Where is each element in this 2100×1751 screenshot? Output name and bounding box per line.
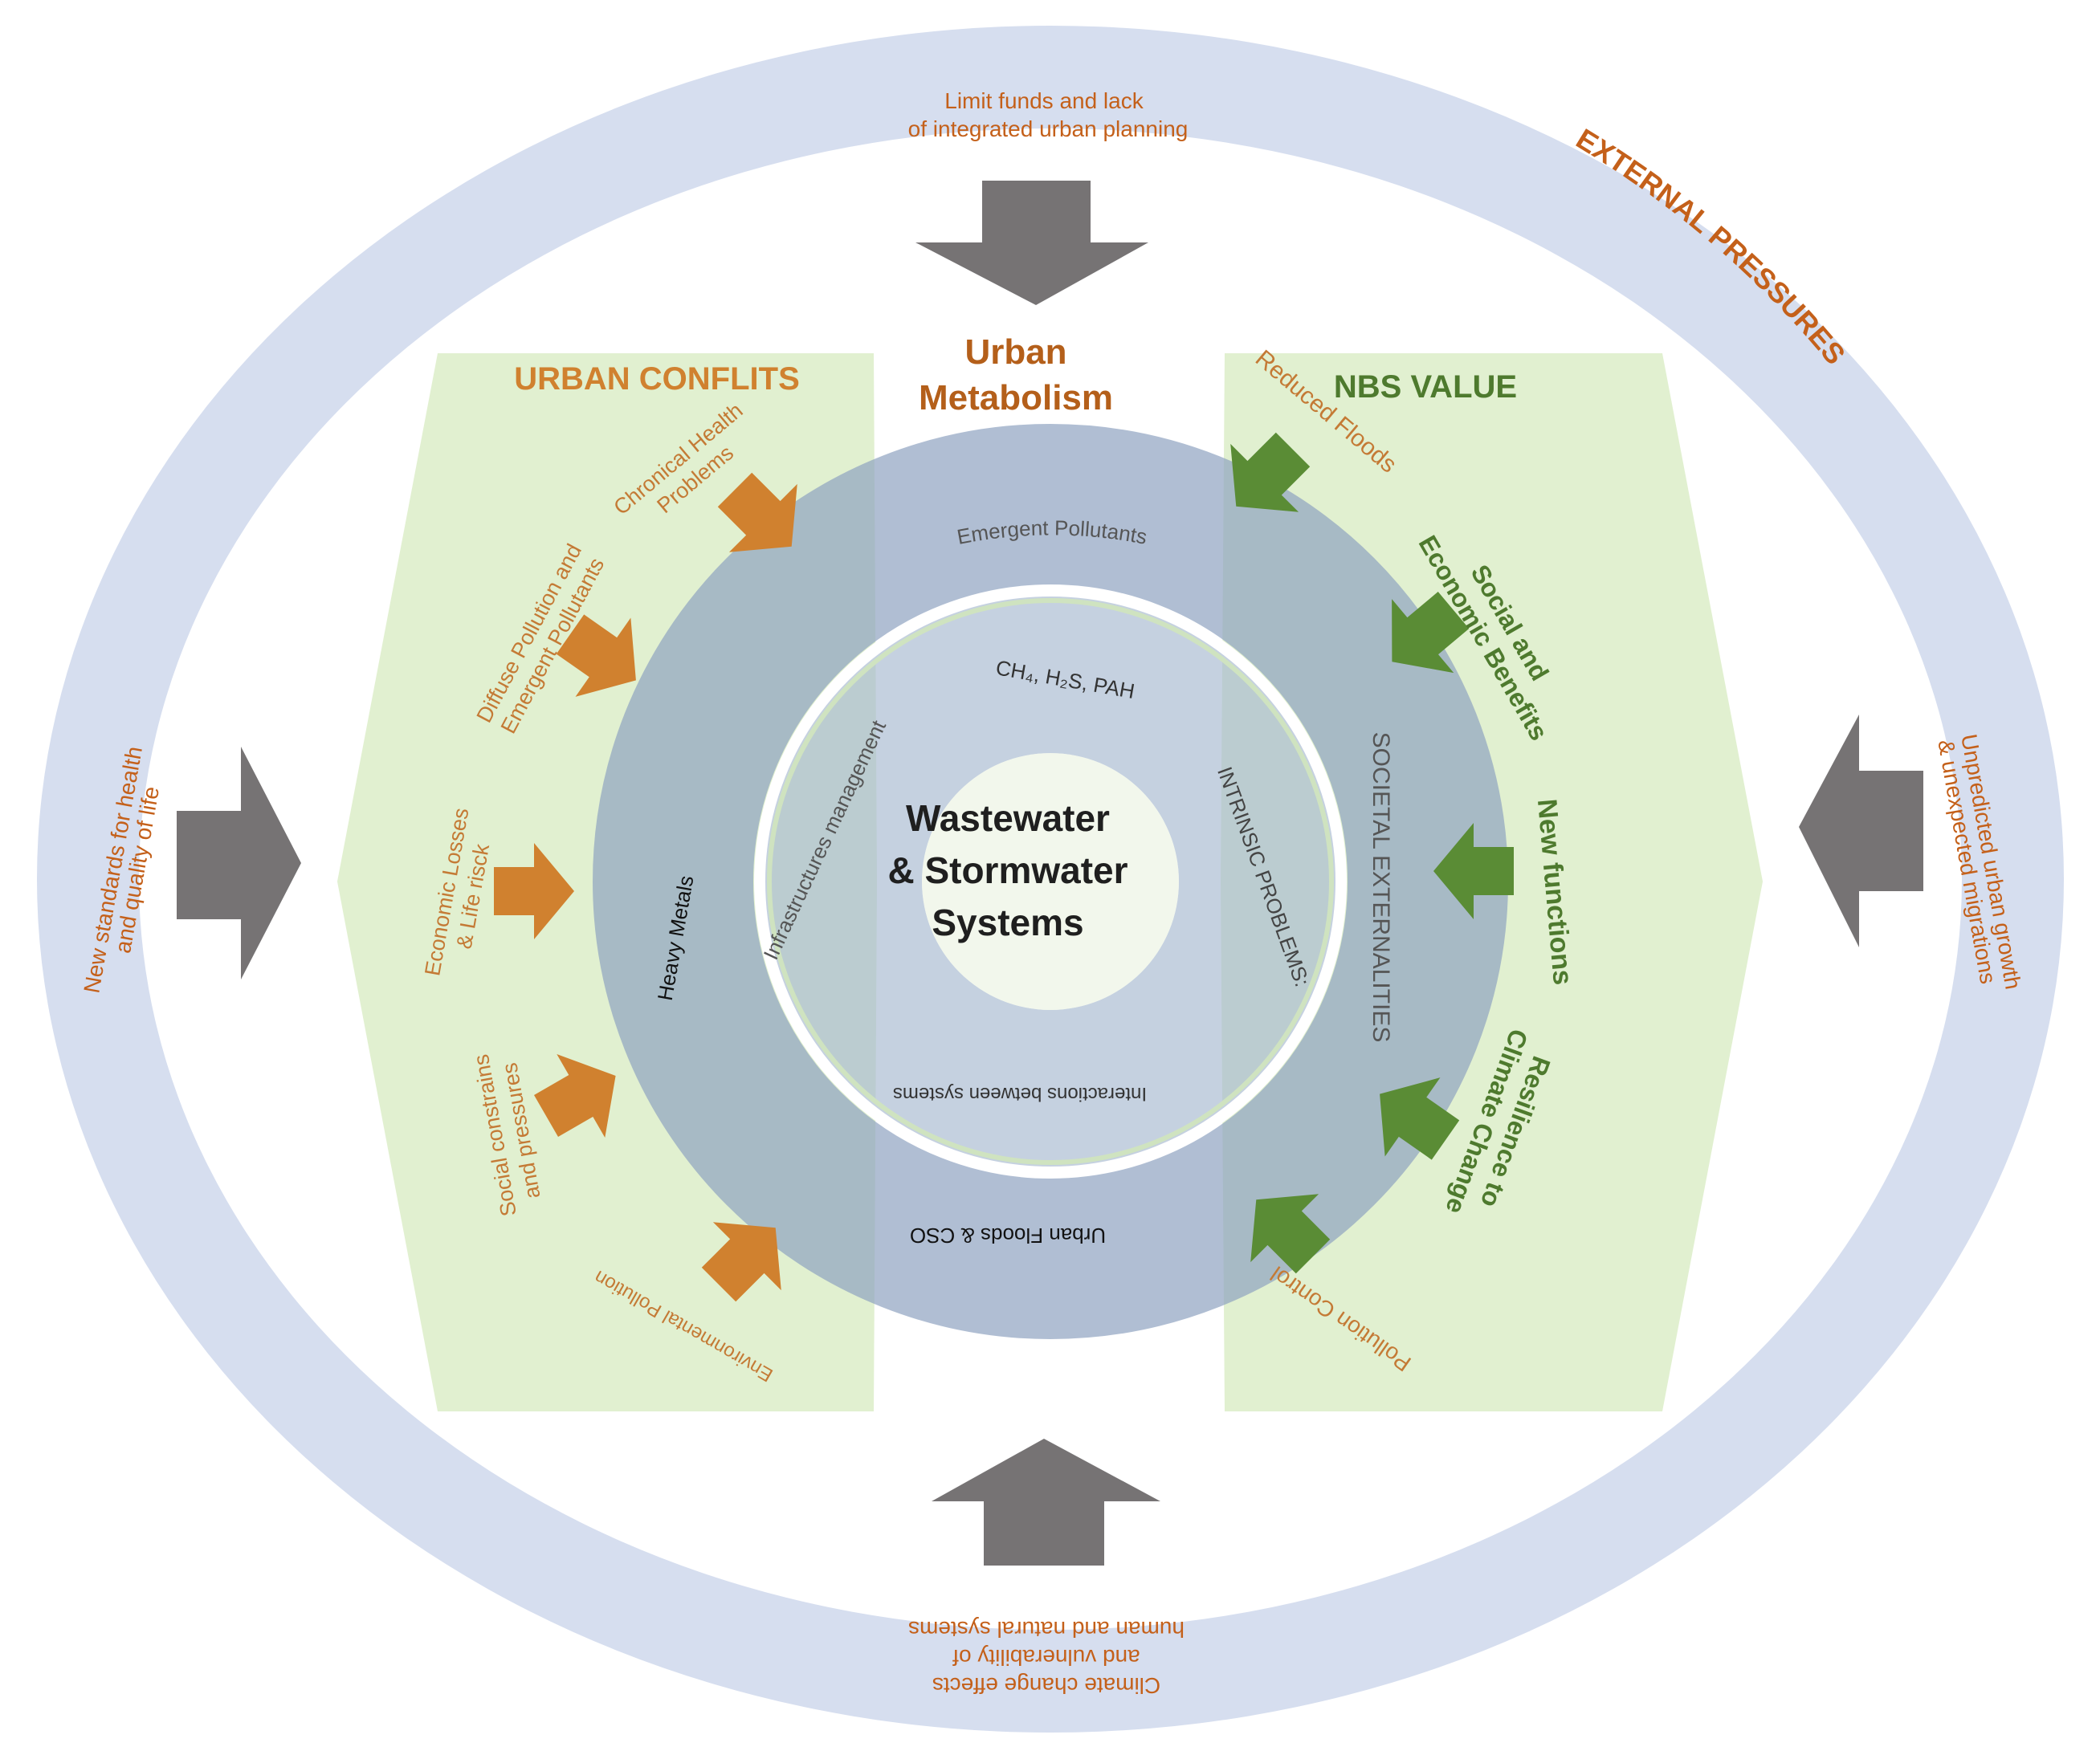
urban-conflicts-heading: URBAN CONFLITS xyxy=(514,361,800,397)
external-pressure-top: Limit funds and lack of integrated urban… xyxy=(908,88,1189,141)
intrinsic-label-bottom: Interactions between systems xyxy=(893,1083,1147,1105)
nbs-arrow xyxy=(1380,1077,1460,1160)
conflict-arrow xyxy=(494,843,574,939)
top-pressure-arrow xyxy=(915,181,1148,305)
societal-label-bottom: Urban Floods & CSO xyxy=(910,1224,1106,1248)
external-pressure-bottom: Climate change effects and vulnerability… xyxy=(908,1617,1185,1698)
societal-title: SOCIETAL EXTERNALITIES xyxy=(1368,732,1394,1043)
urban-metabolism-heading: Urban Metabolism xyxy=(919,332,1113,417)
ep-top-line1: Limit funds and lack xyxy=(944,88,1144,113)
societal-externalities-ring xyxy=(593,424,1508,1339)
ep-bottom-line1: Climate change effects xyxy=(932,1673,1160,1698)
nbs-arrow xyxy=(1250,1194,1331,1274)
ep-top-line2: of integrated urban planning xyxy=(908,116,1189,141)
center-title: Wastewater & Stormwater Systems xyxy=(887,797,1127,943)
nbs-arrow xyxy=(1230,432,1311,512)
conflict-arrow xyxy=(556,614,636,697)
right-pressure-arrow xyxy=(1799,715,1923,947)
nbs-arrow xyxy=(1433,823,1514,919)
left-pressure-arrow xyxy=(177,747,301,979)
urban-metabolism-line2: Metabolism xyxy=(919,378,1113,417)
conflict-arrow xyxy=(701,1222,781,1302)
nbs-value-arrows xyxy=(1230,432,1514,1274)
intrinsic-problems-ring xyxy=(765,597,1335,1167)
nbs-value-heading: NBS VALUE xyxy=(1334,369,1517,405)
center-title-line2: & Stormwater xyxy=(887,849,1127,891)
conflict-arrow xyxy=(717,472,797,552)
nbs-arrow xyxy=(1392,592,1470,674)
bottom-pressure-arrow xyxy=(932,1439,1160,1566)
center-title-line1: Wastewater xyxy=(906,797,1110,839)
ep-bottom-line3: human and natural systems xyxy=(908,1617,1185,1642)
urban-metabolism-line1: Urban xyxy=(964,332,1066,372)
conflict-arrow xyxy=(534,1054,616,1138)
center-title-line3: Systems xyxy=(932,902,1083,943)
ep-bottom-line2: and vulnerability of xyxy=(952,1645,1140,1670)
urban-conflict-arrows xyxy=(494,472,797,1302)
